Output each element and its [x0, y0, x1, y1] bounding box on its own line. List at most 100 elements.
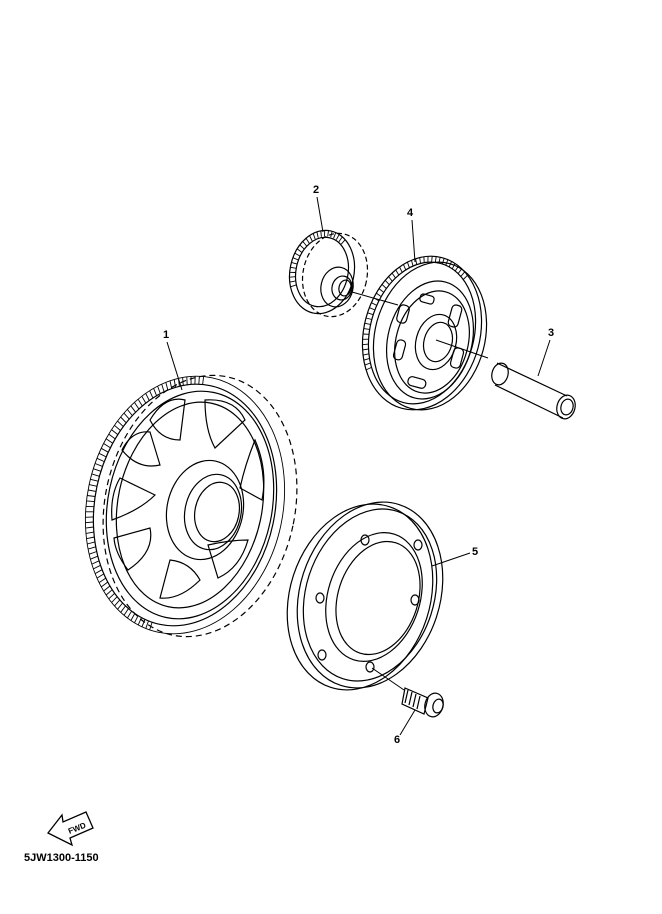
gear-tooth	[91, 560, 100, 565]
gear-tooth	[309, 235, 313, 242]
gear-tooth	[371, 302, 377, 306]
fwd-arrow-icon	[47, 811, 94, 847]
gear-tooth	[302, 241, 307, 247]
gear-tooth	[145, 393, 150, 401]
diagram-code: 5JW1300-1150	[24, 852, 99, 864]
gear-tooth	[117, 602, 123, 610]
gear-tooth	[460, 271, 466, 277]
gear-tooth	[388, 276, 393, 282]
gear-tooth	[434, 256, 437, 263]
gear-tooth	[289, 276, 296, 278]
gear-tooth	[161, 383, 165, 392]
gear-tooth	[103, 443, 111, 449]
gear-tooth	[117, 420, 124, 427]
gear-tooth	[330, 231, 333, 238]
part-6-bolt	[401, 687, 444, 718]
gear-tooth	[296, 248, 303, 253]
gear-tooth	[127, 610, 132, 619]
gear-tooth	[94, 569, 103, 574]
gear-tooth	[89, 484, 98, 487]
gear-tooth	[367, 312, 374, 316]
gear-tooth	[137, 617, 142, 626]
part-3-shaft	[491, 362, 576, 420]
callout-3: 3	[548, 327, 555, 339]
gear-tooth	[137, 398, 143, 407]
gear-tooth	[101, 581, 108, 588]
gear-tooth	[87, 546, 96, 550]
gear-tooth	[391, 272, 396, 279]
gear-tooth	[378, 288, 384, 293]
leader-lines	[166, 196, 551, 736]
gear-tooth	[381, 284, 387, 289]
gear-tooth	[338, 236, 343, 243]
gear-tooth	[141, 395, 147, 404]
gear-tooth	[369, 307, 376, 311]
gear-tooth	[316, 231, 319, 238]
gear-tooth	[431, 256, 433, 263]
gear-tooth	[98, 577, 106, 583]
gear-tooth	[202, 376, 205, 385]
gear-tooth	[402, 264, 407, 271]
leader-5	[431, 552, 471, 567]
gear-tooth	[299, 244, 305, 250]
gear-tooth	[333, 232, 337, 239]
gear-tooth	[90, 478, 99, 482]
gear-tooth	[198, 376, 200, 385]
callout-1: 1	[163, 329, 170, 341]
gear-tooth	[98, 452, 107, 458]
gear-tooth	[365, 366, 372, 371]
gear-tooth	[114, 599, 121, 607]
gear-tooth	[105, 589, 113, 596]
gear-tooth	[173, 379, 176, 388]
leader-6	[399, 709, 416, 736]
gear-tooth	[363, 357, 370, 361]
gear-tooth	[86, 536, 95, 540]
leader-3	[537, 339, 551, 377]
gear-tooth	[335, 234, 340, 240]
gear-tooth	[134, 402, 140, 410]
gear-tooth	[462, 274, 468, 280]
gear-tooth	[362, 343, 369, 346]
gear-tooth	[141, 619, 146, 627]
gear-tooth	[123, 412, 130, 420]
gear-tooth	[85, 521, 94, 524]
part-2-idle-gear	[288, 229, 369, 318]
gear-tooth	[289, 280, 296, 283]
gear-tooth	[384, 279, 390, 286]
part-1-starter-wheel-gear	[84, 374, 298, 638]
part-4-idle-gear	[361, 255, 489, 411]
gear-tooth	[90, 555, 98, 560]
gear-tooth	[89, 551, 97, 555]
gear-tooth	[157, 385, 161, 394]
gear-tooth	[96, 573, 105, 579]
gear-tooth	[451, 263, 456, 270]
leader-2	[316, 196, 324, 233]
gear-tooth	[126, 409, 133, 416]
gear-tooth	[364, 362, 371, 366]
gear-tooth	[94, 463, 103, 467]
gear-tooth	[96, 457, 105, 463]
gear-tooth	[438, 257, 441, 264]
gear-tooth	[305, 237, 310, 244]
gear-tooth	[320, 230, 322, 237]
gear-tooth	[120, 416, 127, 424]
gear-tooth	[93, 468, 102, 472]
gear-tooth	[291, 261, 298, 265]
gear-tooth	[86, 500, 95, 503]
gear-tooth	[85, 531, 94, 534]
gear-tooth	[182, 377, 184, 386]
gear-tooth	[169, 380, 173, 389]
gear-tooth	[411, 260, 414, 267]
gear-tooth	[340, 239, 346, 245]
part-5-clutch-plate	[286, 501, 444, 691]
gear-tooth	[419, 257, 421, 264]
gear-tooth	[123, 608, 129, 616]
leader-1	[166, 341, 183, 391]
gear-tooth	[415, 258, 418, 265]
gear-tooth	[395, 269, 400, 276]
gear-tooth	[364, 322, 371, 325]
gear-tooth	[120, 605, 126, 613]
gear-tooth	[441, 258, 445, 265]
gear-tooth	[294, 252, 301, 257]
